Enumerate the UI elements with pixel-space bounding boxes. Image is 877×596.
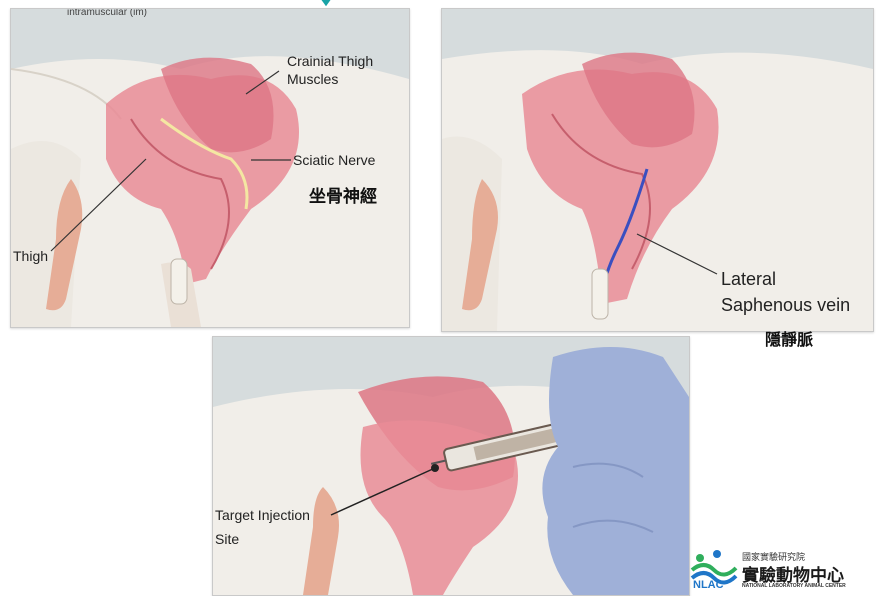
panel-saphenous-vein: Lateral Saphenous vein	[441, 8, 874, 332]
label-saphenous-vein-cn: 隱靜脈	[765, 326, 813, 350]
rat-vein-illustration	[442, 9, 873, 331]
rat-injection-illustration	[213, 337, 689, 595]
panel-injection-site: Target Injection Site	[212, 336, 690, 596]
label-cranial-line2: Muscles	[287, 71, 338, 87]
label-sciatic-nerve: Sciatic Nerve	[293, 152, 375, 168]
label-target-site: Site	[215, 531, 239, 547]
logo-center-en: NATIONAL LABORATORY ANIMAL CENTER	[742, 583, 846, 589]
label-target-injection: Target Injection	[215, 507, 310, 523]
caption-top: intramuscular (im)	[67, 8, 147, 18]
nlac-logo: NLAC 國家實驗研究院 實驗動物中心 NATIONAL LABORATORY …	[690, 548, 875, 594]
label-thigh: Thigh	[13, 248, 48, 264]
header-fragment	[312, 0, 342, 8]
label-cranial-line1: Crainial Thigh	[287, 53, 373, 69]
logo-abbr: NLAC	[693, 579, 724, 591]
label-saphenous-vein: Saphenous vein	[721, 295, 850, 316]
label-lateral: Lateral	[721, 269, 776, 290]
label-sciatic-nerve-cn: 坐骨神經	[309, 182, 377, 207]
panel-thigh-muscles: intramuscular (im) Crainial Thigh Muscle…	[10, 8, 410, 328]
